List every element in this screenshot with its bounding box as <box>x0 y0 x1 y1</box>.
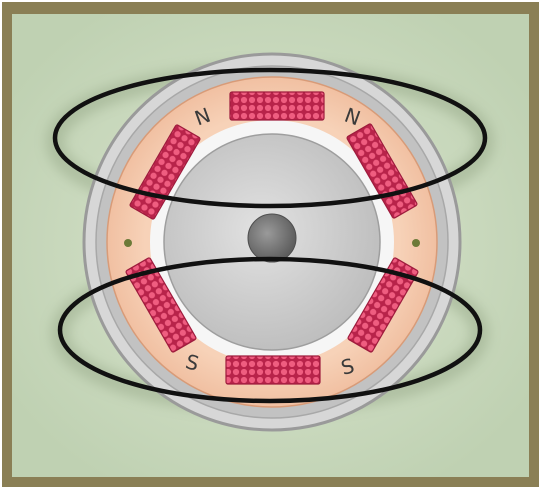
coil-top <box>230 92 324 120</box>
motor-body <box>84 54 460 430</box>
left-screw <box>124 239 132 247</box>
rotor-shaft <box>248 214 296 262</box>
coil-bottom <box>226 356 320 384</box>
right-screw <box>412 239 420 247</box>
